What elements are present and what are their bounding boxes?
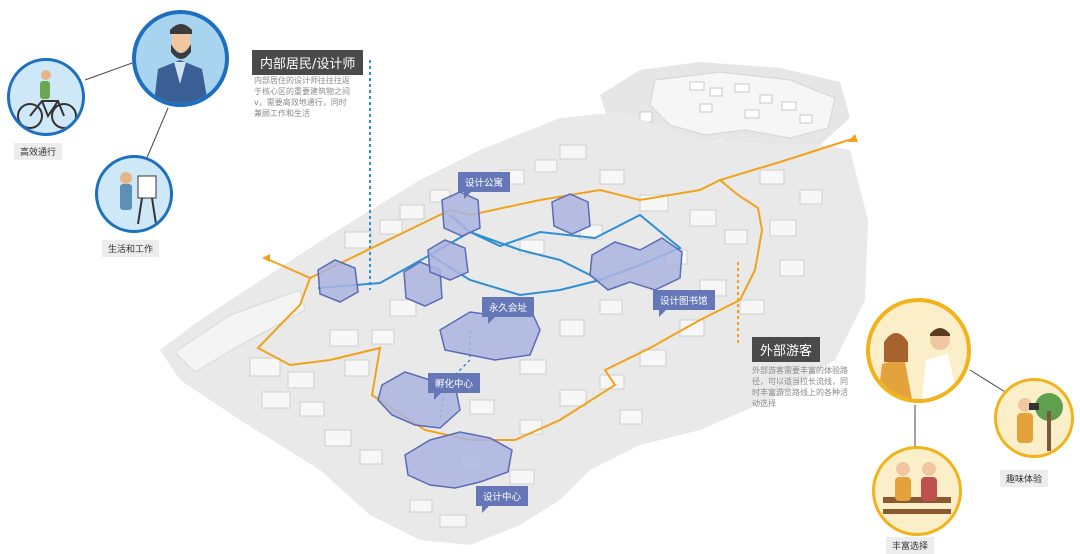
tag-apartment: 设计公寓 xyxy=(458,172,510,192)
tag-incubator: 孵化中心 xyxy=(428,373,480,393)
residents-description: 内部居住的设计师往往往返 于核心区的重要建筑物之间 v，需要高效地通行，同时 兼… xyxy=(254,75,374,119)
apartment-building-5 xyxy=(552,194,590,234)
role-rich-choices: 丰富选择 xyxy=(886,537,934,554)
painter-avatar xyxy=(95,155,173,233)
photographer-avatar xyxy=(994,378,1074,458)
role-life-and-work: 生活和工作 xyxy=(102,240,159,257)
apartment-building-1 xyxy=(318,260,358,302)
photographer-icon xyxy=(997,381,1071,455)
role-efficient-commute: 高效通行 xyxy=(14,143,62,160)
bicycle-rider-icon xyxy=(10,61,82,133)
designer-avatar xyxy=(132,10,229,107)
tag-library: 设计图书馆 xyxy=(653,290,715,310)
apartment-building-3 xyxy=(428,240,468,280)
couple-avatar xyxy=(866,298,971,403)
couple-icon xyxy=(870,302,967,399)
tag-hall: 永久会址 xyxy=(482,297,534,317)
visitors-description: 外部游客需要丰富的体验路 径，可以适当拉长流线，同 时丰富游览路线上的各种活 动… xyxy=(752,365,872,409)
cyclist-avatar xyxy=(7,58,85,136)
designer-portrait-icon xyxy=(136,14,225,103)
bench-avatar xyxy=(872,446,962,536)
bench-couple-icon xyxy=(875,449,959,533)
tag-design-center: 设计中心 xyxy=(476,486,528,506)
visitors-title: 外部游客 xyxy=(752,337,820,362)
apartment-building-4 xyxy=(442,192,480,236)
role-fun-experience: 趣味体验 xyxy=(1000,470,1048,487)
painter-easel-icon xyxy=(98,158,170,230)
residents-title: 内部居民/设计师 xyxy=(252,50,363,75)
